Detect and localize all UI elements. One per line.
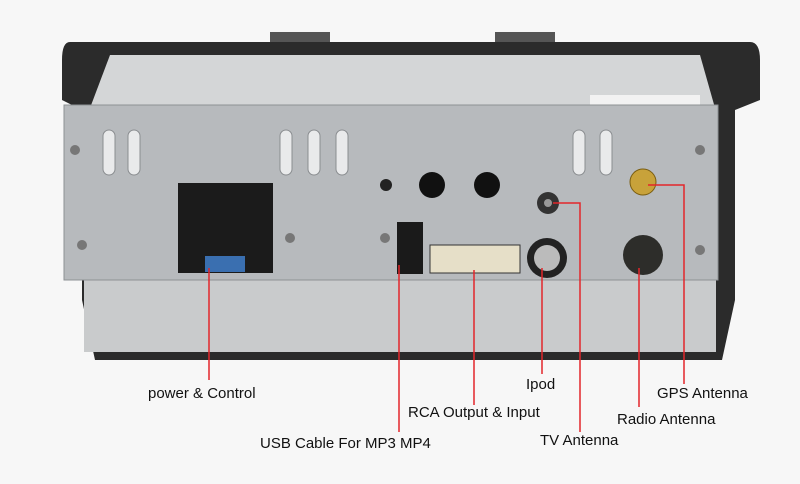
device-top-cover (90, 55, 715, 108)
radio-antenna-connector (623, 235, 663, 275)
label-radio-antenna: Radio Antenna (617, 411, 716, 428)
usb-port (397, 222, 423, 274)
gps-antenna-connector (629, 168, 657, 196)
serial-sticker (590, 95, 700, 107)
device-lower-body (84, 280, 716, 352)
label-ipod: Ipod (526, 376, 556, 393)
label-power-control: power & Control (148, 385, 256, 402)
leader-lines (208, 184, 685, 432)
label-tv-antenna: TV Antenna (540, 432, 619, 449)
label-usb-cable: USB Cable For MP3 MP4 (260, 435, 431, 452)
label-gps-antenna: GPS Antenna (657, 385, 748, 402)
label-rca: RCA Output & Input (408, 404, 540, 421)
rca-connector (429, 244, 521, 274)
hole (380, 179, 392, 191)
hole (419, 172, 445, 198)
rear-plate (63, 104, 719, 281)
fuse (205, 256, 245, 272)
screws (70, 145, 705, 255)
hole (474, 172, 500, 198)
vent-slots (102, 129, 613, 176)
